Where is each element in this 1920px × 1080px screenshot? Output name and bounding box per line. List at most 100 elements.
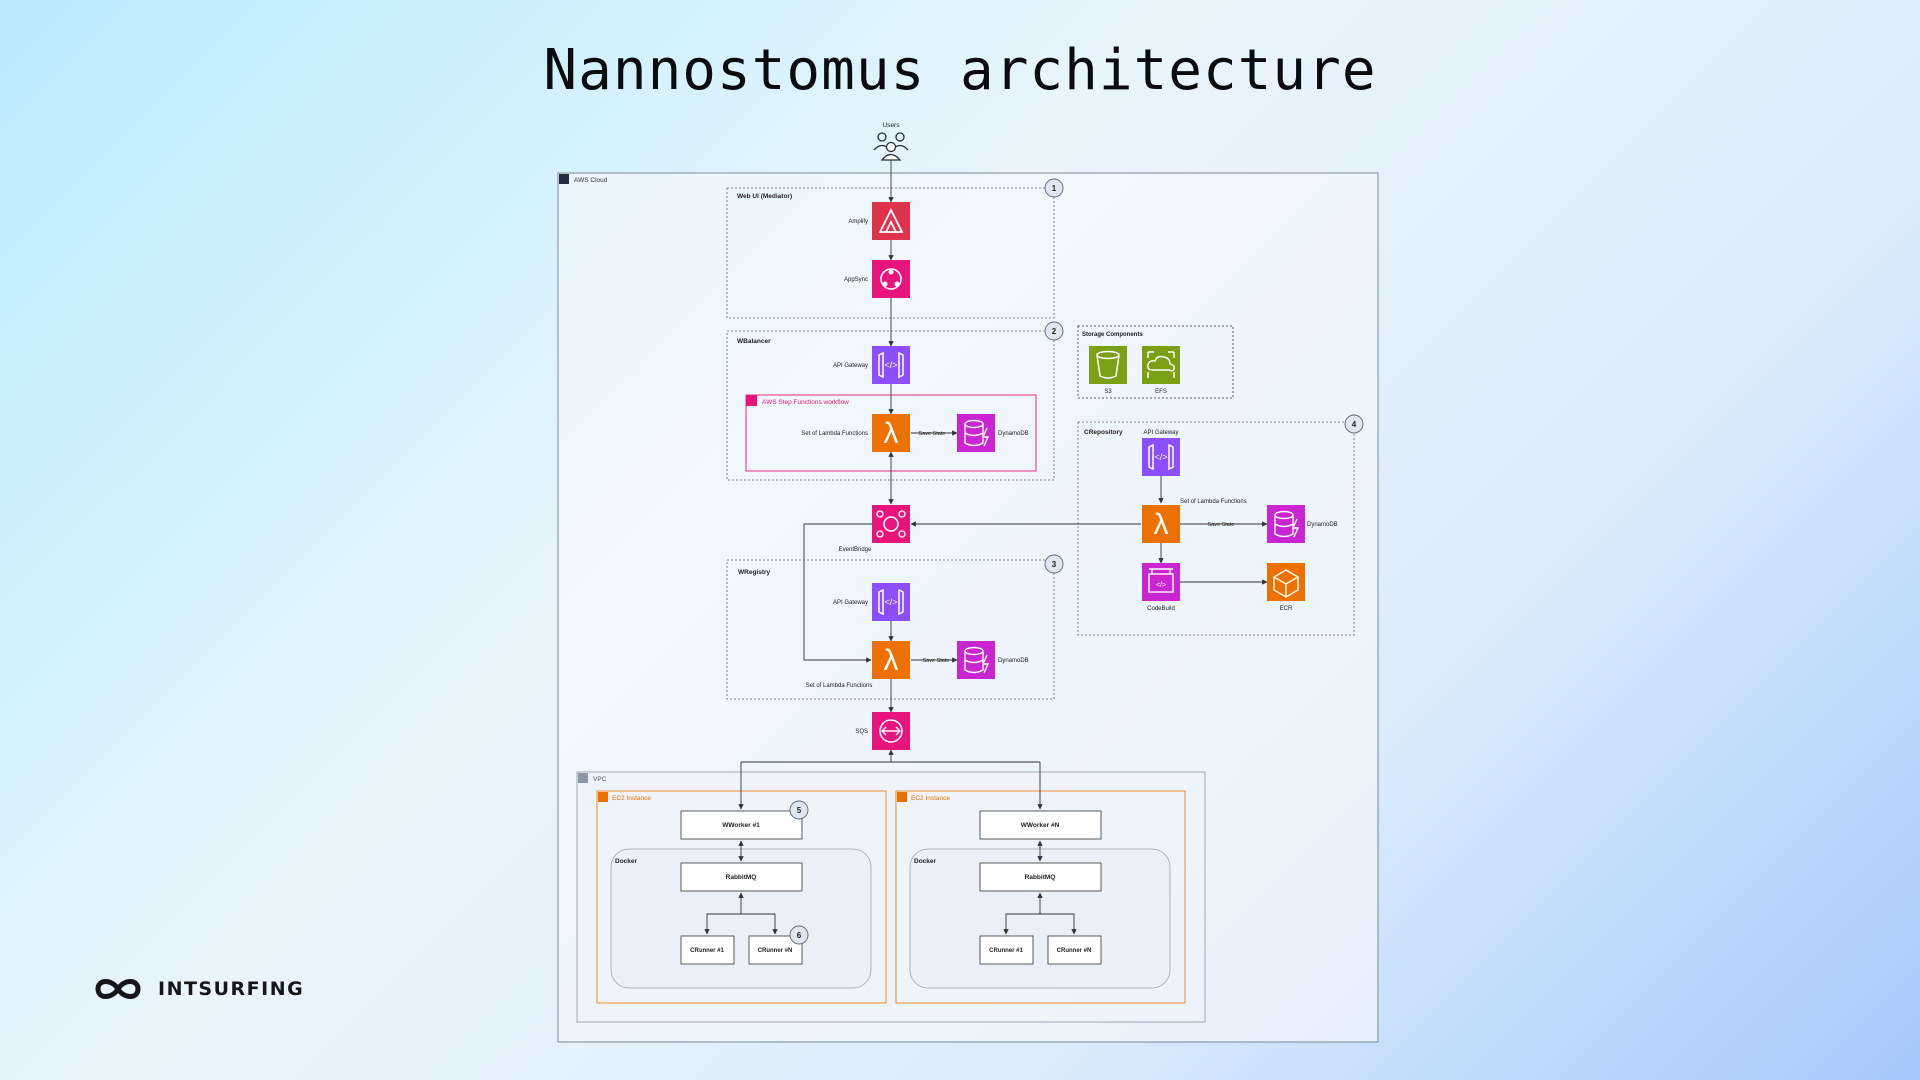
- worker-right-box: [979, 810, 1102, 840]
- group-wbalancer-label: WBalancer: [737, 338, 771, 345]
- sqs-icon: [872, 712, 910, 750]
- lambda-3-icon: λ: [1142, 505, 1180, 543]
- svg-text:</>: </>: [884, 597, 897, 607]
- users-icon: [873, 132, 909, 161]
- page-title: Nannostomus architecture: [543, 38, 1377, 103]
- ec2-right-icon: [897, 792, 907, 802]
- connectors: [704, 160, 1268, 935]
- api-gateway-1-label: API Gateway: [833, 363, 868, 369]
- ec2-left-label: EC2 Instance: [612, 795, 651, 802]
- dynamodb-1-icon: [957, 414, 995, 452]
- group-crepository-label: CRepository: [1084, 429, 1123, 436]
- group-crepository: [1077, 421, 1355, 636]
- api-gateway-3-icon: </>: [1142, 438, 1180, 476]
- group-storage: [1077, 325, 1234, 399]
- save-state-2-label: Save State: [923, 658, 950, 664]
- docker-right-label: Docker: [914, 858, 937, 865]
- badge-1: 1: [1044, 178, 1064, 198]
- svg-text:2: 2: [1052, 327, 1057, 336]
- svg-text:</>: </>: [1156, 582, 1166, 589]
- badge-6: 6: [789, 925, 809, 945]
- save-state-3-label: Save State: [1208, 522, 1235, 528]
- runner-left-b-text: CRunner #N: [758, 948, 793, 954]
- svg-text:</>: </>: [884, 360, 897, 370]
- s3-icon: [1089, 346, 1127, 384]
- api-gateway-3-label: API Gateway: [1143, 430, 1178, 436]
- svg-text:4: 4: [1352, 420, 1357, 429]
- api-gateway-2-icon: </>: [872, 583, 910, 621]
- edge-runners-right-bus: [1003, 913, 1077, 935]
- lambda-1-icon: λ: [872, 414, 910, 452]
- s3-label: S3: [1104, 389, 1112, 395]
- dynamodb-3-label: DynamoDB: [1307, 522, 1338, 528]
- vpc-icon: [578, 773, 588, 783]
- eventbridge-icon: [872, 505, 910, 543]
- runner-left-a-box: [680, 935, 735, 965]
- group-wbalancer: [726, 330, 1055, 481]
- group-storage-label: Storage Components: [1082, 332, 1143, 338]
- edge-runners-left-bus: [704, 913, 778, 935]
- vpc-label: VPC: [593, 776, 607, 783]
- badge-2: 2: [1044, 321, 1064, 341]
- ec2-right-label: EC2 Instance: [911, 795, 950, 802]
- dynamodb-2-icon: [957, 641, 995, 679]
- edge-eventbridge-wregistry: [803, 523, 872, 663]
- eventbridge-label: EventBridge: [839, 547, 872, 553]
- brand-name: INTSURFING: [158, 978, 305, 1000]
- svg-text:λ: λ: [884, 417, 899, 450]
- efs-icon: [1142, 346, 1180, 384]
- group-web-ui: [726, 187, 1055, 319]
- rabbitmq-left-box: [680, 862, 803, 892]
- aws-cloud-badge: [559, 174, 569, 184]
- lambda-1-label: Set of Lambda Functions: [801, 431, 868, 437]
- rabbitmq-left-text: RabbitMQ: [726, 874, 757, 881]
- users-label: Users: [883, 122, 901, 129]
- rabbitmq-right-text: RabbitMQ: [1025, 874, 1056, 881]
- ecr-icon: [1267, 563, 1305, 601]
- codebuild-label: CodeBuild: [1147, 606, 1175, 612]
- svg-text:6: 6: [797, 931, 802, 940]
- runner-left-a-text: CRunner #1: [690, 948, 724, 954]
- svg-text:λ: λ: [884, 644, 899, 677]
- group-web-ui-label: Web UI (Mediator): [737, 193, 792, 200]
- svg-text:λ: λ: [1154, 508, 1169, 541]
- badge-4: 4: [1344, 414, 1364, 434]
- appsync-label: AppSync: [844, 277, 868, 283]
- svg-text:5: 5: [797, 806, 802, 815]
- svg-text:1: 1: [1052, 184, 1057, 193]
- worker-left-box: [680, 810, 803, 840]
- worker-left-text: WWorker #1: [722, 822, 760, 829]
- group-wregistry: [726, 559, 1055, 700]
- group-wregistry-label: WRegistry: [738, 569, 771, 576]
- svg-text:3: 3: [1052, 560, 1057, 569]
- appsync-icon: [872, 260, 910, 298]
- ec2-right-frame: [895, 790, 1186, 1004]
- amplify-label: Amplify: [848, 219, 868, 225]
- efs-label: EFS: [1155, 389, 1167, 395]
- badge-5: 5: [789, 800, 809, 820]
- brand-logo: INTSURFING: [90, 975, 304, 1003]
- worker-right-text: WWorker #N: [1021, 822, 1060, 829]
- runner-right-b-box: [1047, 935, 1102, 965]
- docker-left-label: Docker: [615, 858, 638, 865]
- dynamodb-1-label: DynamoDB: [998, 431, 1029, 437]
- runner-right-b-text: CRunner #N: [1057, 948, 1092, 954]
- amplify-icon: [872, 202, 910, 240]
- sqs-label: SQS: [855, 729, 868, 735]
- ec2-left-icon: [598, 792, 608, 802]
- group-step-functions-label: AWS Step Functions workflow: [762, 399, 849, 406]
- runner-right-a-text: CRunner #1: [989, 948, 1023, 954]
- api-gateway-2-label: API Gateway: [833, 600, 868, 606]
- ecr-label: ECR: [1280, 606, 1293, 612]
- rabbitmq-right-box: [979, 862, 1102, 892]
- save-state-1-label: Save State: [919, 431, 946, 437]
- lambda-2-icon: λ: [872, 641, 910, 679]
- codebuild-icon: </>: [1142, 563, 1180, 601]
- infinity-logo-icon: [95, 979, 141, 999]
- step-functions-icon: [746, 395, 757, 406]
- api-gateway-1-icon: </>: [872, 346, 910, 384]
- dynamodb-2-label: DynamoDB: [998, 658, 1029, 664]
- ec2-left-frame: [596, 790, 887, 1004]
- badge-3: 3: [1044, 554, 1064, 574]
